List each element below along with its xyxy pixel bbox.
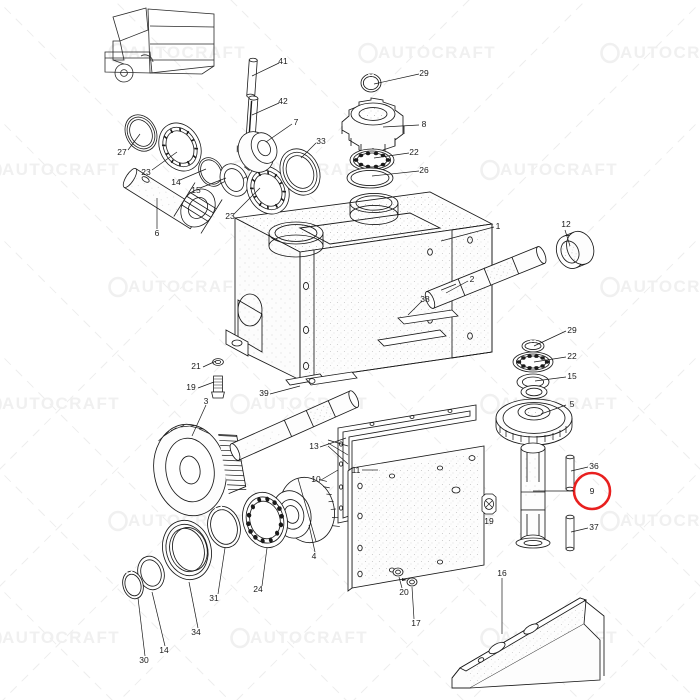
callout-15b: 15 bbox=[567, 371, 577, 381]
callout-39: 39 bbox=[259, 388, 269, 398]
callout-19b: 19 bbox=[484, 516, 494, 526]
callout-19a: 19 bbox=[186, 382, 196, 392]
callout-21: 21 bbox=[191, 361, 201, 371]
svg-text:AUTOCRAFT: AUTOCRAFT bbox=[2, 628, 120, 647]
callout-30: 30 bbox=[139, 655, 149, 665]
svg-text:AUTOCRAFT: AUTOCRAFT bbox=[500, 160, 618, 179]
callout-11: 11 bbox=[352, 465, 361, 475]
svg-text:AUTOCRAFT: AUTOCRAFT bbox=[250, 628, 368, 647]
main-housing-part-1 bbox=[225, 191, 494, 386]
bolt-21-19 bbox=[211, 358, 225, 399]
callout-27: 27 bbox=[117, 147, 127, 157]
highlight-part-number: 9 bbox=[590, 486, 595, 496]
callout-16: 16 bbox=[497, 568, 507, 578]
callout-labels: 41 42 7 33 27 23 14 15 23 6 29 8 22 26 1… bbox=[117, 56, 599, 665]
callout-6: 6 bbox=[155, 228, 160, 238]
callout-1: 1 bbox=[496, 221, 501, 231]
callout-37: 37 bbox=[589, 522, 599, 532]
svg-text:AUTOCRAFT: AUTOCRAFT bbox=[620, 511, 700, 530]
plug-part-19 bbox=[481, 493, 497, 515]
callout-36: 36 bbox=[589, 461, 599, 471]
callout-3: 3 bbox=[204, 396, 209, 406]
callout-4: 4 bbox=[312, 551, 317, 561]
leader-lines bbox=[127, 62, 589, 657]
callout-31: 31 bbox=[209, 593, 219, 603]
callout-20: 20 bbox=[399, 587, 409, 597]
slot-parts-38-39 bbox=[305, 309, 459, 386]
svg-text:AUTOCRAFT: AUTOCRAFT bbox=[2, 160, 120, 179]
top-center-gear-stack bbox=[341, 73, 405, 189]
callout-22a: 22 bbox=[409, 147, 419, 157]
callout-33: 33 bbox=[316, 136, 326, 146]
rail-bracket-part-16 bbox=[451, 597, 605, 689]
upper-left-bearing-cluster bbox=[122, 114, 290, 234]
callout-38: 38 bbox=[420, 294, 430, 304]
svg-text:AUTOCRAFT: AUTOCRAFT bbox=[2, 394, 120, 413]
gasket-and-cover-plate bbox=[337, 404, 485, 592]
callout-23b: 23 bbox=[225, 211, 235, 221]
callout-12: 12 bbox=[561, 219, 571, 229]
callout-10: 10 bbox=[311, 474, 321, 484]
bevel-gear-part-3 bbox=[153, 423, 247, 517]
cap-7-ring-33 bbox=[236, 131, 321, 196]
right-shaft-assembly bbox=[424, 230, 595, 446]
dowel-pins-36-37 bbox=[565, 454, 575, 552]
callout-13: 13 bbox=[309, 441, 319, 451]
lower-shaft-part-10 bbox=[229, 390, 360, 461]
vertical-shaft-part-9 bbox=[515, 442, 551, 549]
callout-7: 7 bbox=[294, 117, 299, 127]
callout-41: 41 bbox=[278, 56, 288, 66]
svg-text:AUTOCRAFT: AUTOCRAFT bbox=[378, 43, 496, 62]
truck-illustration bbox=[104, 7, 215, 83]
callout-17: 17 bbox=[411, 618, 421, 628]
svg-text:AUTOCRAFT: AUTOCRAFT bbox=[620, 277, 700, 296]
callout-14b: 14 bbox=[159, 645, 169, 655]
callout-29a: 29 bbox=[419, 68, 429, 78]
callout-26: 26 bbox=[419, 165, 429, 175]
lower-left-bearing-stack bbox=[122, 476, 340, 600]
callout-23a: 23 bbox=[141, 167, 151, 177]
callout-24: 24 bbox=[253, 584, 263, 594]
callout-22b: 22 bbox=[567, 351, 577, 361]
highlight-circle-part-9: 9 bbox=[533, 471, 612, 511]
callout-14a: 14 bbox=[171, 177, 181, 187]
callout-29b: 29 bbox=[567, 325, 577, 335]
callout-34: 34 bbox=[191, 627, 201, 637]
callout-5: 5 bbox=[570, 399, 575, 409]
svg-text:AUTOCRAFT: AUTOCRAFT bbox=[620, 43, 700, 62]
svg-text:AUTOCRAFT: AUTOCRAFT bbox=[128, 277, 246, 296]
callout-8: 8 bbox=[422, 119, 427, 129]
callout-2: 2 bbox=[470, 274, 475, 284]
washers-20-17 bbox=[392, 567, 418, 587]
callout-42: 42 bbox=[278, 96, 288, 106]
callout-15a: 15 bbox=[191, 185, 201, 195]
svg-text:AUTOCRAFT: AUTOCRAFT bbox=[128, 43, 246, 62]
